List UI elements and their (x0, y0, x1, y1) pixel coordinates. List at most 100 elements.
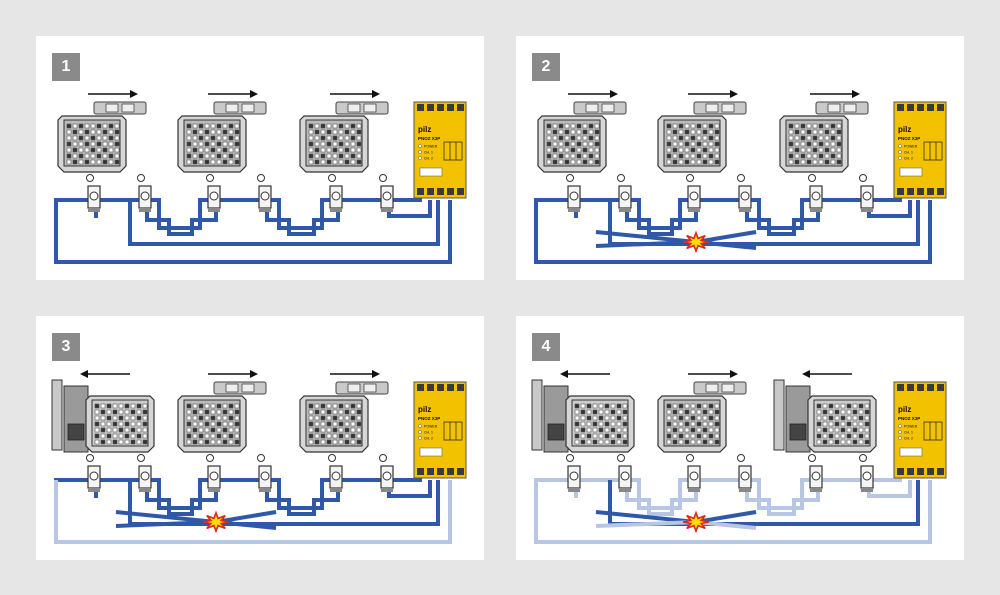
door-handle (693, 101, 747, 115)
wire-channel-2 (94, 200, 432, 236)
terminal (427, 468, 434, 475)
fault-cross (595, 510, 757, 534)
crossed-wire (595, 230, 757, 245)
indicator-led (898, 436, 902, 440)
actuator (808, 174, 816, 182)
indicator-label: CH. 2 (424, 157, 433, 161)
arrow-right-3 (330, 90, 380, 98)
door-handle (815, 101, 869, 115)
crossed-wire (595, 510, 757, 525)
wire-return-2 (534, 480, 932, 544)
terminal (907, 188, 914, 195)
terminal (897, 188, 904, 195)
relay-model: PNOZ X3P (418, 136, 440, 141)
arrow-right-1 (568, 90, 618, 98)
terminal (907, 104, 914, 111)
terminal (437, 188, 444, 195)
safety-switch-4 (737, 454, 752, 492)
actuator (206, 454, 214, 462)
indicator-led (418, 144, 422, 148)
relay-brand: pilz (898, 405, 911, 414)
arrow-right-1 (88, 90, 138, 98)
terminal (437, 468, 444, 475)
indicator-led (898, 424, 902, 428)
indicator-label: CH. 2 (904, 437, 913, 441)
step-badge: 3 (52, 333, 80, 361)
fault-spark (682, 510, 710, 534)
actuator (859, 174, 867, 182)
fault-spark (682, 230, 710, 254)
actuator (617, 174, 625, 182)
safety-switch-3 (686, 174, 701, 212)
arrow-right-3 (330, 370, 380, 378)
safety-switch-4 (257, 454, 272, 492)
safety-switch-4 (257, 174, 272, 212)
indicator-label: POWER (424, 425, 438, 429)
indicator-label: POWER (904, 425, 918, 429)
relay-body (413, 381, 467, 479)
door-closed-3 (779, 101, 869, 173)
fault-cross (115, 510, 277, 534)
safety-switch-2 (137, 174, 152, 212)
relay-label-plate (899, 167, 923, 177)
door-closed-1 (57, 101, 147, 173)
door-open-1 (531, 379, 635, 453)
terminal (417, 104, 424, 111)
indicator-led (898, 150, 902, 154)
actuator (379, 174, 387, 182)
indicator-led (418, 424, 422, 428)
terminal (937, 384, 944, 391)
indicator-led (418, 430, 422, 434)
relay-brand: pilz (898, 125, 911, 134)
actuator (137, 454, 145, 462)
terminal (937, 188, 944, 195)
terminal (917, 104, 924, 111)
terminal (457, 384, 464, 391)
relay-circuit (923, 141, 943, 161)
terminal (417, 188, 424, 195)
actuator (328, 174, 336, 182)
safety-switch-6 (379, 454, 394, 492)
door-handle (213, 381, 267, 395)
safety-switch-5 (328, 174, 343, 212)
terminal (917, 468, 924, 475)
relay-circuit (923, 421, 943, 441)
terminal (417, 468, 424, 475)
safety-switch-1 (86, 174, 101, 212)
safety-switch-2 (137, 454, 152, 492)
actuator (808, 454, 816, 462)
terminal (927, 188, 934, 195)
indicator-led (418, 436, 422, 440)
terminal (447, 104, 454, 111)
wire-channel-1 (54, 198, 422, 230)
terminal (927, 384, 934, 391)
terminal (447, 384, 454, 391)
wire-return-1 (608, 200, 920, 246)
terminal (927, 104, 934, 111)
step-badge: 2 (532, 53, 560, 81)
door-closed-3 (299, 381, 389, 453)
door-hinge (773, 379, 785, 451)
relay-model: PNOZ X3P (898, 416, 920, 421)
door-hinge (51, 379, 63, 451)
safety-switch-5 (328, 454, 343, 492)
actuator (566, 454, 574, 462)
terminal (447, 188, 454, 195)
arrow-right-2 (208, 90, 258, 98)
door-closed-2 (177, 381, 267, 453)
terminal (437, 104, 444, 111)
relay-body (893, 101, 947, 199)
indicator-label: POWER (904, 145, 918, 149)
door-hinge (531, 379, 543, 451)
terminal (437, 384, 444, 391)
wire-channel-1 (534, 478, 902, 510)
terminal (917, 384, 924, 391)
